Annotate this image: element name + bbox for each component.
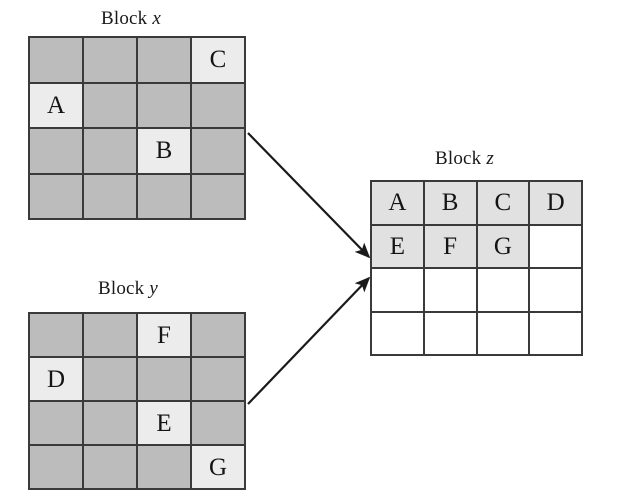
block-y-cell-r1c4 bbox=[192, 314, 246, 358]
block-y-cell-r4c2 bbox=[84, 446, 138, 490]
block-z-title-prefix: Block bbox=[435, 148, 482, 169]
block-z-cell-r1c2: B bbox=[424, 182, 478, 226]
block-x-cell-r4c1 bbox=[30, 174, 84, 220]
block-z-cell-r2c1: E bbox=[372, 225, 425, 269]
block-x-title-prefix: Block bbox=[101, 8, 148, 29]
block-x-cell-r4c3 bbox=[138, 174, 192, 220]
block-y-title: Block y bbox=[98, 278, 158, 300]
block-z-cell-r3c3 bbox=[477, 269, 531, 313]
block-y-cell-r4c4: G bbox=[192, 446, 246, 490]
block-z-cell-r3c1 bbox=[372, 269, 425, 313]
block-x-cell-r1c1 bbox=[30, 38, 84, 84]
block-z-cell-r4c1 bbox=[372, 312, 425, 356]
block-y-cell-r1c1 bbox=[30, 314, 84, 358]
block-z-cell-r1c4: D bbox=[530, 182, 583, 226]
block-x-cell-r4c2 bbox=[84, 174, 138, 220]
block-z-cell-r4c2 bbox=[424, 312, 478, 356]
block-x-cell-r1c3 bbox=[138, 38, 192, 84]
block-y-cell-r3c3: E bbox=[138, 402, 192, 446]
block-x-cell-r2c4 bbox=[192, 83, 246, 129]
block-x-cell-r1c2 bbox=[84, 38, 138, 84]
block-y-cell-r3c4 bbox=[192, 402, 246, 446]
block-z-cell-r4c4 bbox=[530, 312, 583, 356]
block-z-cell-r1c1: A bbox=[372, 182, 425, 226]
block-z-title: Block z bbox=[435, 148, 494, 170]
block-x-cell-r1c4: C bbox=[192, 38, 246, 84]
block-z-title-variable: z bbox=[486, 148, 494, 169]
block-x-grid: C A B bbox=[28, 36, 246, 220]
block-x-cell-r2c3 bbox=[138, 83, 192, 129]
block-y-cell-r2c2 bbox=[84, 358, 138, 402]
block-z-cell-r1c3: C bbox=[477, 182, 531, 226]
block-x-title-variable: x bbox=[152, 8, 161, 29]
block-x-cell-r3c1 bbox=[30, 129, 84, 175]
block-y-title-prefix: Block bbox=[98, 278, 145, 299]
block-y-title-variable: y bbox=[149, 278, 158, 299]
block-x-cell-r3c2 bbox=[84, 129, 138, 175]
block-x-cell-r4c4 bbox=[192, 174, 246, 220]
block-y-cell-r2c3 bbox=[138, 358, 192, 402]
block-x-cell-r3c3: B bbox=[138, 129, 192, 175]
block-z-cell-r2c3: G bbox=[477, 225, 531, 269]
block-x-cell-r2c2 bbox=[84, 83, 138, 129]
block-x-cell-r2c1: A bbox=[30, 83, 84, 129]
arrow-x-to-z bbox=[247, 132, 371, 259]
block-y-cell-r1c3: F bbox=[138, 314, 192, 358]
block-y-cell-r3c1 bbox=[30, 402, 84, 446]
block-z-cell-r2c4 bbox=[530, 225, 583, 269]
block-z-cell-r3c4 bbox=[530, 269, 583, 313]
block-y-cell-r2c4 bbox=[192, 358, 246, 402]
block-y-cell-r3c2 bbox=[84, 402, 138, 446]
block-x-cell-r3c4 bbox=[192, 129, 246, 175]
block-z-cell-r3c2 bbox=[424, 269, 478, 313]
block-x-title: Block x bbox=[101, 8, 161, 30]
block-y-cell-r4c1 bbox=[30, 446, 84, 490]
block-y-cell-r2c1: D bbox=[30, 358, 84, 402]
arrow-y-to-z bbox=[247, 276, 371, 405]
block-y-cell-r1c2 bbox=[84, 314, 138, 358]
block-z-cell-r2c2: F bbox=[424, 225, 478, 269]
block-z-cell-r4c3 bbox=[477, 312, 531, 356]
block-y-cell-r4c3 bbox=[138, 446, 192, 490]
